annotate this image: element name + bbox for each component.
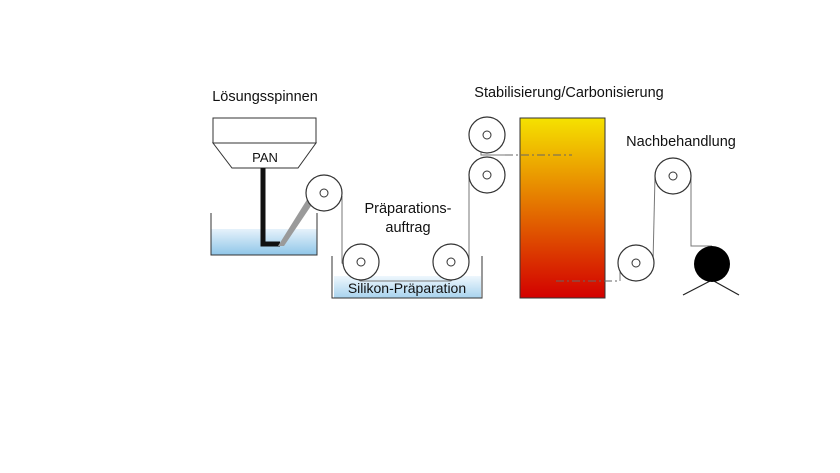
roller <box>432 243 470 281</box>
preparation-label-line2: auftrag <box>385 220 430 236</box>
spinneret-tube <box>260 168 280 247</box>
oven <box>519 117 606 299</box>
pan-hopper <box>211 117 317 169</box>
stabilization-carbonization-label: Stabilisierung/Carbonisierung <box>474 85 663 101</box>
roller <box>617 244 655 282</box>
pan-label: PAN <box>252 150 278 165</box>
roller <box>468 156 506 194</box>
silicone-bath-tank <box>331 256 483 299</box>
fiber-bundle <box>278 190 319 246</box>
solution-spinning-label: Lösungsspinnen <box>212 89 318 105</box>
winder <box>682 246 740 296</box>
roller <box>654 157 692 195</box>
winder-spool <box>694 246 730 282</box>
roller <box>342 243 380 281</box>
spinning-bath-tank <box>210 213 318 256</box>
preparation-label-line1: Präparations- <box>364 201 451 217</box>
post-treatment-label: Nachbehandlung <box>626 134 736 150</box>
silicone-preparation-label: Silikon-Präparation <box>348 280 466 296</box>
roller <box>468 116 506 154</box>
roller <box>305 174 343 212</box>
